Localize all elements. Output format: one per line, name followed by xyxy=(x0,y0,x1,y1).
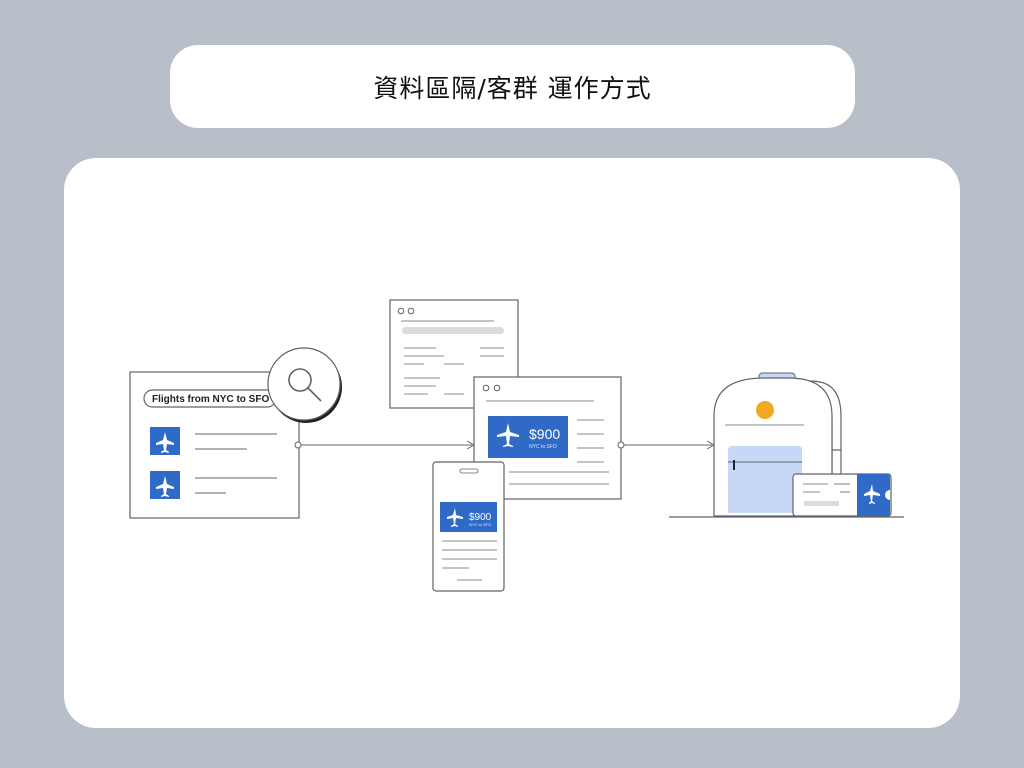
mobile-flight-ad-banner[interactable]: $900 NYC to SFO xyxy=(440,502,497,532)
airplane-icon xyxy=(497,423,519,447)
mobile-ad-price: $900 xyxy=(469,512,492,523)
backpack-badge xyxy=(756,401,774,419)
airplane-icon xyxy=(447,508,463,527)
magnifier-icon xyxy=(267,347,342,423)
search-result-row xyxy=(150,471,277,499)
ad-price: $900 xyxy=(529,426,560,442)
audience-flow-diagram: Flights from NYC to SFO xyxy=(129,299,904,592)
mobile-phone: $900 NYC to SFO xyxy=(432,461,505,592)
diagram-card: Flights from NYC to SFO xyxy=(64,158,960,728)
flow-arrow xyxy=(617,440,716,450)
page-title: 資料區隔/客群 運作方式 xyxy=(373,73,652,103)
search-query-text: Flights from NYC to SFO xyxy=(152,394,269,405)
flight-ticket-icon xyxy=(792,473,892,517)
title-card: 資料區隔/客群 運作方式 xyxy=(170,45,855,128)
mobile-ad-route: NYC to SFO xyxy=(469,522,491,527)
airplane-icon xyxy=(864,484,880,504)
flow-arrow xyxy=(294,440,476,450)
flight-ad-banner[interactable]: $900 NYC to SFO xyxy=(488,416,568,458)
search-result-row xyxy=(150,427,277,455)
ad-route: NYC to SFO xyxy=(529,444,557,450)
